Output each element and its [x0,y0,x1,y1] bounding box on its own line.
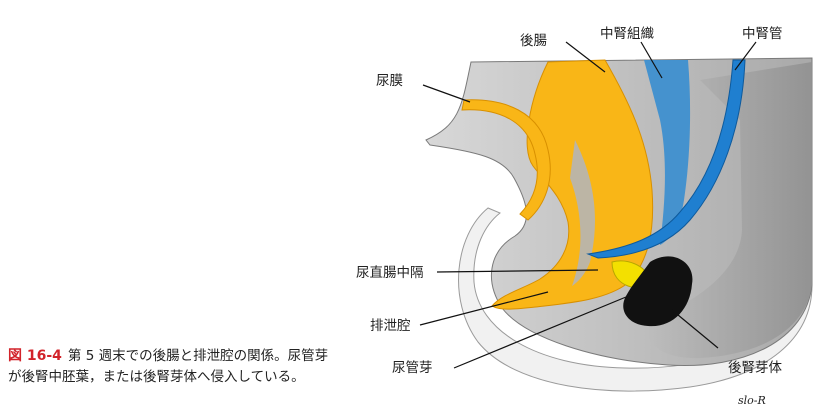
label-urorectal-septum: 尿直腸中隔 [356,265,424,281]
caption-text: 第 5 週末での後腸と排泄腔の関係。尿管芽が後腎中胚葉，または後腎芽体へ侵入して… [8,348,329,385]
figure-number: 図 16-4 [8,348,62,364]
label-cloaca: 排泄腔 [370,318,411,334]
label-mesonephric-duct: 中腎管 [742,26,783,42]
mesonephric-tissue [644,60,691,245]
allantois [461,99,551,221]
label-metanephric-blastema: 後腎芽体 [728,360,782,376]
label-hindgut: 後腸 [520,33,547,49]
artist-signature: slo-R [738,394,766,407]
mesonephric-duct [586,59,746,259]
label-mesonephric-tissue: 中腎組織 [600,26,654,42]
label-ureteric-bud: 尿管芽 [392,360,433,376]
urorectal-septum-tissue [570,140,595,286]
label-allantois: 尿膜 [376,73,403,89]
leader-lines [419,41,757,369]
mesoderm-right [647,62,812,359]
metanephric-blastema [623,256,693,327]
